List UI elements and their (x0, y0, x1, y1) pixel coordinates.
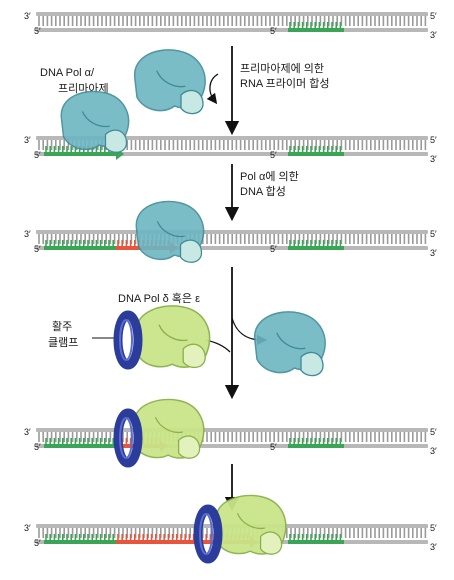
dna-primer-segment (44, 444, 116, 448)
strand-end-5prime-top: 5′ (430, 135, 437, 145)
pol-delta-subunit (182, 343, 206, 369)
template-strand (36, 230, 428, 234)
pol-alpha-primase-label-line1: DNA Pol α/ (40, 67, 95, 79)
strand-end-3prime-bottom: 3′ (430, 154, 437, 164)
step1-label-line1: 프리마아제에 의한 (240, 62, 324, 75)
primase-subunit (179, 239, 203, 263)
strand-end-5prime-fragment: 5′ (270, 244, 277, 254)
template-strand (36, 12, 428, 16)
pol-alpha-released (254, 311, 326, 377)
sliding-clamp-ring (113, 310, 143, 370)
strand-end-3prime-bottom: 3′ (430, 542, 437, 552)
template-strand (36, 136, 428, 140)
strand-end-5prime-fragment: 5′ (270, 26, 277, 36)
pol-alpha-groove (156, 70, 186, 88)
sliding-clamp-highlight (119, 319, 133, 361)
strand-end-5prime-bottom: 5′ (34, 150, 41, 160)
strand-end-5prime-bottom: 5′ (34, 244, 41, 254)
strand-end-5prime-fragment: 5′ (270, 442, 277, 452)
pol-delta-groove (158, 324, 188, 342)
dna-primer-segment (44, 246, 116, 250)
primase-subunit (180, 89, 204, 115)
dna-primer-segment (44, 540, 116, 544)
dna-primer-segment (44, 152, 116, 156)
lagging-strand (36, 28, 428, 32)
pol-alpha-primase-step3 (135, 200, 205, 263)
pol-alpha-primase-step2 (60, 90, 130, 153)
pol-delta-subunit (177, 435, 201, 459)
pol-delta-epsilon-label: DNA Pol δ 혹은 ε (118, 291, 200, 305)
strand-end-3prime-top: 3′ (24, 427, 31, 437)
strand-end-3prime-top: 3′ (24, 135, 31, 145)
sliding-clamp-ring (113, 408, 143, 468)
pol-delta-bound-2 (215, 494, 287, 555)
strand-end-3prime-top: 3′ (24, 229, 31, 239)
strand-end-5prime-bottom: 5′ (34, 538, 41, 548)
new-dna-segment (116, 540, 212, 544)
step2-label-line1: Pol α에 의한 (240, 170, 299, 183)
strand-end-5prime-top: 5′ (430, 229, 437, 239)
strand-end-5prime-bottom: 5′ (34, 442, 41, 452)
okazaki-fragment (288, 540, 344, 544)
primase-curved-arrow (206, 73, 219, 105)
strand-end-3prime-bottom: 3′ (430, 30, 437, 40)
sliding-clamp-free (113, 310, 143, 370)
strand-end-5prime-top: 5′ (430, 11, 437, 21)
strand-end-3prime-top: 3′ (24, 11, 31, 21)
pol-alpha-groove (81, 111, 110, 128)
pol-delta-groove (154, 417, 183, 434)
strand-end-5prime-bottom: 5′ (34, 26, 41, 36)
pol-delta-bound-1 (133, 398, 205, 459)
strand-end-3prime-bottom: 3′ (430, 248, 437, 258)
step2-label-line2: DNA 합성 (240, 185, 286, 198)
template-strand (36, 428, 428, 432)
strand-end-5prime-fragment: 5′ (270, 150, 277, 160)
pol-alpha-groove (156, 221, 185, 238)
pol-alpha-primase-step1 (134, 49, 206, 115)
pol-alpha-groove (276, 332, 306, 350)
pol-delta-free (136, 305, 211, 369)
primase-subunit (104, 129, 128, 153)
okazaki-fragment (288, 444, 344, 448)
pol-delta-subunit (259, 531, 283, 555)
sliding-clamp-ring (193, 504, 223, 564)
pol-delta-groove (236, 513, 265, 530)
sliding-clamp-bound-2 (193, 504, 223, 564)
strand-end-3prime-bottom: 3′ (430, 446, 437, 456)
sliding-clamp-highlight (119, 417, 133, 459)
strand-end-5prime-top: 5′ (430, 427, 437, 437)
sliding-clamp-label-line2: 클램프 (48, 336, 78, 349)
dna-duplex-1: 3′5′5′5′3′ (24, 11, 437, 40)
step1-label-line2: RNA 프라이머 합성 (240, 77, 329, 90)
primase-subunit (300, 351, 324, 377)
okazaki-fragment (288, 152, 344, 156)
dna-duplex-3: 3′5′5′5′3′ (24, 229, 437, 258)
enzyme-layer (60, 49, 326, 564)
okazaki-fragment (288, 28, 344, 32)
sliding-clamp-label-line1: 활주 (52, 319, 72, 333)
sliding-clamp-highlight (199, 513, 213, 555)
sliding-clamp-bound-1 (113, 408, 143, 468)
dna-duplex-4: 3′5′5′5′3′ (24, 427, 437, 456)
strand-end-3prime-top: 3′ (24, 523, 31, 533)
okazaki-fragment (288, 246, 344, 250)
strand-end-5prime-top: 5′ (430, 523, 437, 533)
